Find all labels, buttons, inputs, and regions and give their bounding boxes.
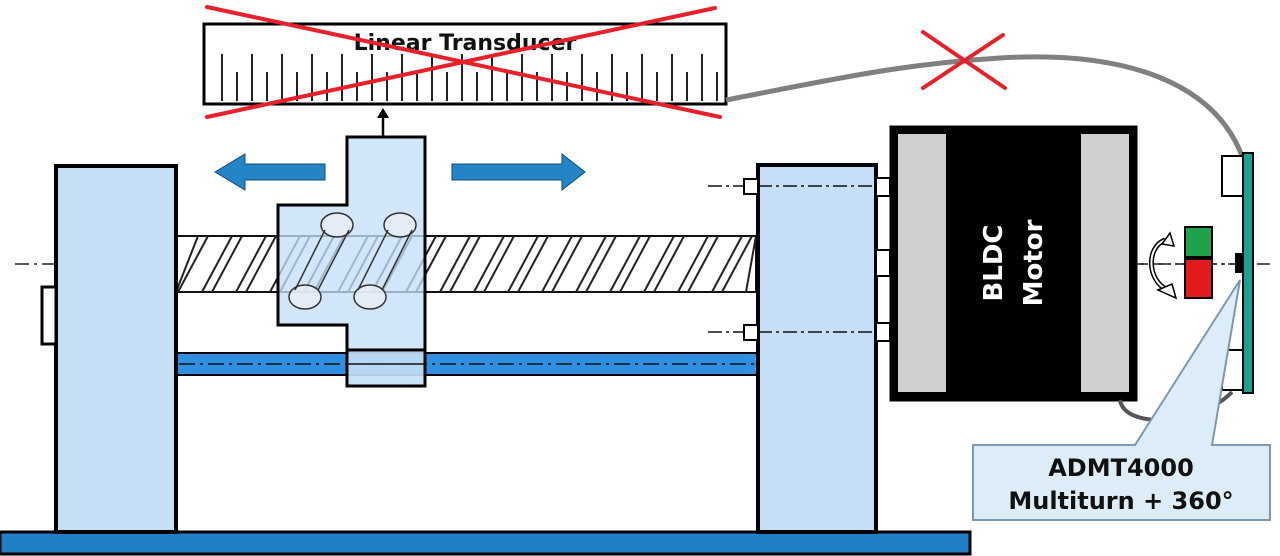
left-support-block xyxy=(40,164,178,534)
magnet-red-pole xyxy=(1184,258,1213,299)
right-movement-arrow xyxy=(451,152,586,192)
callout-line1: ADMT4000 xyxy=(1048,454,1194,482)
screw-thread xyxy=(175,235,199,293)
screw-thread xyxy=(619,235,651,293)
screw-thread xyxy=(721,235,753,293)
pcb-upper-connector xyxy=(1221,155,1244,197)
screw-thread xyxy=(643,235,675,293)
transducer-cable xyxy=(725,54,1245,157)
screw-thread xyxy=(449,235,481,293)
sensor-pcb xyxy=(1221,152,1254,394)
transducer-label: Linear Transducer xyxy=(354,31,577,56)
screw-thread xyxy=(745,235,757,293)
screw-thread xyxy=(211,235,243,293)
screw-thread xyxy=(677,235,709,293)
left-end-bearing xyxy=(40,285,58,346)
motor-left-endcap xyxy=(898,134,946,392)
screw-thread xyxy=(609,235,641,293)
base-plate xyxy=(0,530,972,556)
right-support-block xyxy=(708,163,920,534)
lower-mounting-bolt-head xyxy=(743,324,759,341)
rotation-arrow-icon xyxy=(1148,231,1178,300)
motor-right-endcap xyxy=(1081,134,1129,392)
diametric-magnet xyxy=(1184,226,1213,299)
screw-thread xyxy=(551,235,583,293)
bldc-motor: BLDC Motor xyxy=(889,125,1138,402)
screw-thread xyxy=(235,235,267,293)
admt4000-chip xyxy=(1235,253,1243,273)
motor-label-line2: Motor xyxy=(1019,219,1049,306)
screw-thread xyxy=(201,235,233,293)
screw-thread xyxy=(653,235,685,293)
carriage-rail-slider xyxy=(345,348,427,388)
screw-thread xyxy=(575,235,607,293)
transducer-removed-cross xyxy=(205,5,722,119)
screw-thread xyxy=(473,235,505,293)
screw-thread xyxy=(483,235,515,293)
motor-coupling xyxy=(875,177,891,342)
upper-mounting-bolt-head xyxy=(743,178,759,195)
magnet-green-pole xyxy=(1184,226,1213,258)
screw-thread xyxy=(439,235,471,293)
screw-thread xyxy=(585,235,617,293)
left-movement-arrow xyxy=(214,153,326,191)
screw-thread xyxy=(507,235,539,293)
sensor-callout: ADMT4000 Multiturn + 360° xyxy=(972,279,1271,521)
screw-thread xyxy=(245,235,277,293)
screw-thread xyxy=(517,235,549,293)
ball-screw-shaft xyxy=(175,235,757,293)
screw-thread xyxy=(541,235,573,293)
callout-line2: Multiturn + 360° xyxy=(1008,487,1233,515)
motor-label-line1: BLDC xyxy=(979,224,1009,301)
cable-removed-cross xyxy=(921,30,1007,90)
screw-thread xyxy=(711,235,743,293)
transducer-link-arrow xyxy=(377,108,389,137)
screw-thread xyxy=(687,235,719,293)
ball-nut-carriage xyxy=(276,135,427,388)
screw-thread xyxy=(177,235,209,293)
recirculating-balls xyxy=(288,212,417,310)
